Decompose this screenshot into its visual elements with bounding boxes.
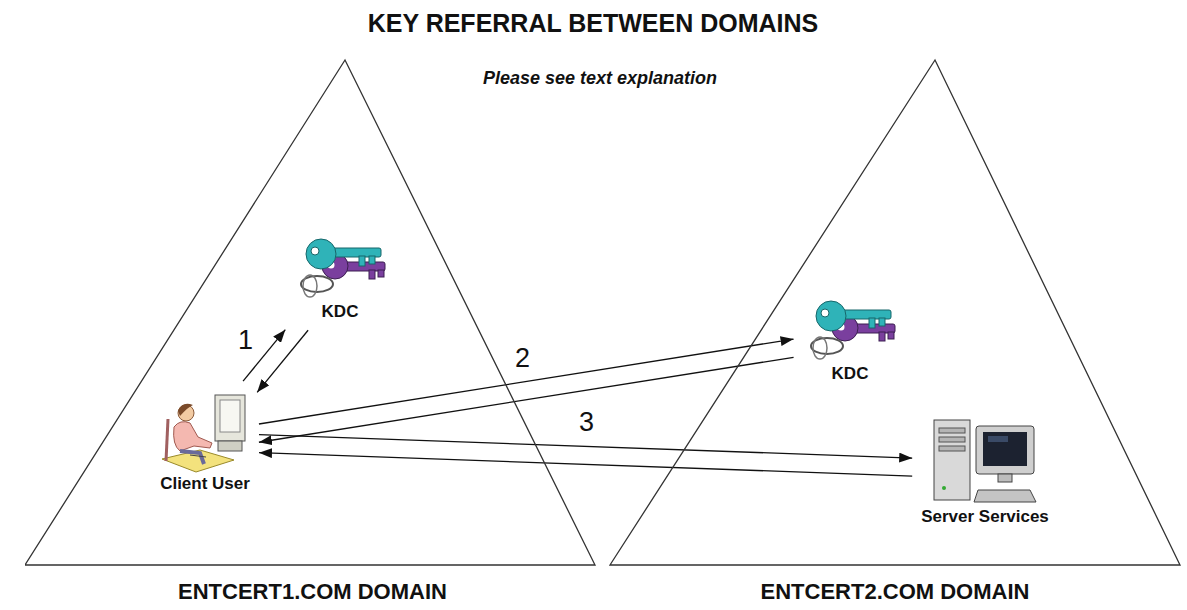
node-label: KDC — [322, 302, 359, 322]
domain-triangle-outline — [610, 60, 1180, 565]
referral-arrow — [257, 330, 308, 392]
kdc-key-icon — [803, 294, 898, 364]
callout-wrap: 2 — [512, 342, 533, 374]
callout-number: 2 — [512, 342, 533, 374]
callout-number: 3 — [576, 406, 597, 438]
kdc-key-icon — [293, 232, 388, 302]
node-label: Server Services — [921, 507, 1049, 527]
referral-arrow — [259, 339, 794, 424]
kdc-key: KDC — [289, 228, 392, 326]
callout-number: 1 — [235, 324, 256, 356]
domain-triangle: ENTCERT1.COM DOMAIN KDC Client User — [25, 55, 600, 605]
domain-heading-wrap: ENTCERT1.COM DOMAIN — [25, 579, 600, 605]
domain-triangle: ENTCERT2.COM DOMAIN KDC Server Services — [605, 55, 1185, 605]
node-label: Client User — [160, 474, 250, 494]
note-text: Please see text explanation — [483, 68, 717, 90]
domain-outline — [25, 55, 600, 571]
server-services: Server Services — [917, 408, 1053, 531]
node-label: KDC — [832, 364, 869, 384]
client-user-icon — [160, 389, 250, 474]
diagram-title: KEY REFERRAL BETWEEN DOMAINS — [368, 8, 819, 38]
domain-name: ENTCERT1.COM DOMAIN — [178, 579, 447, 605]
domain-heading-wrap: ENTCERT2.COM DOMAIN — [605, 579, 1185, 605]
domain-triangle-outline — [25, 60, 595, 565]
title-wrap: KEY REFERRAL BETWEEN DOMAINS — [368, 8, 819, 38]
kdc-key: KDC — [799, 290, 902, 388]
callout-wrap: 3 — [576, 406, 597, 438]
domain-outline — [605, 55, 1185, 571]
callout-wrap: 1 — [235, 324, 256, 356]
note-wrap: Please see text explanation — [483, 68, 717, 90]
referral-arrow — [259, 453, 912, 476]
domain-name: ENTCERT2.COM DOMAIN — [761, 579, 1030, 605]
client-user: Client User — [156, 385, 254, 498]
server-services-icon — [930, 412, 1040, 507]
